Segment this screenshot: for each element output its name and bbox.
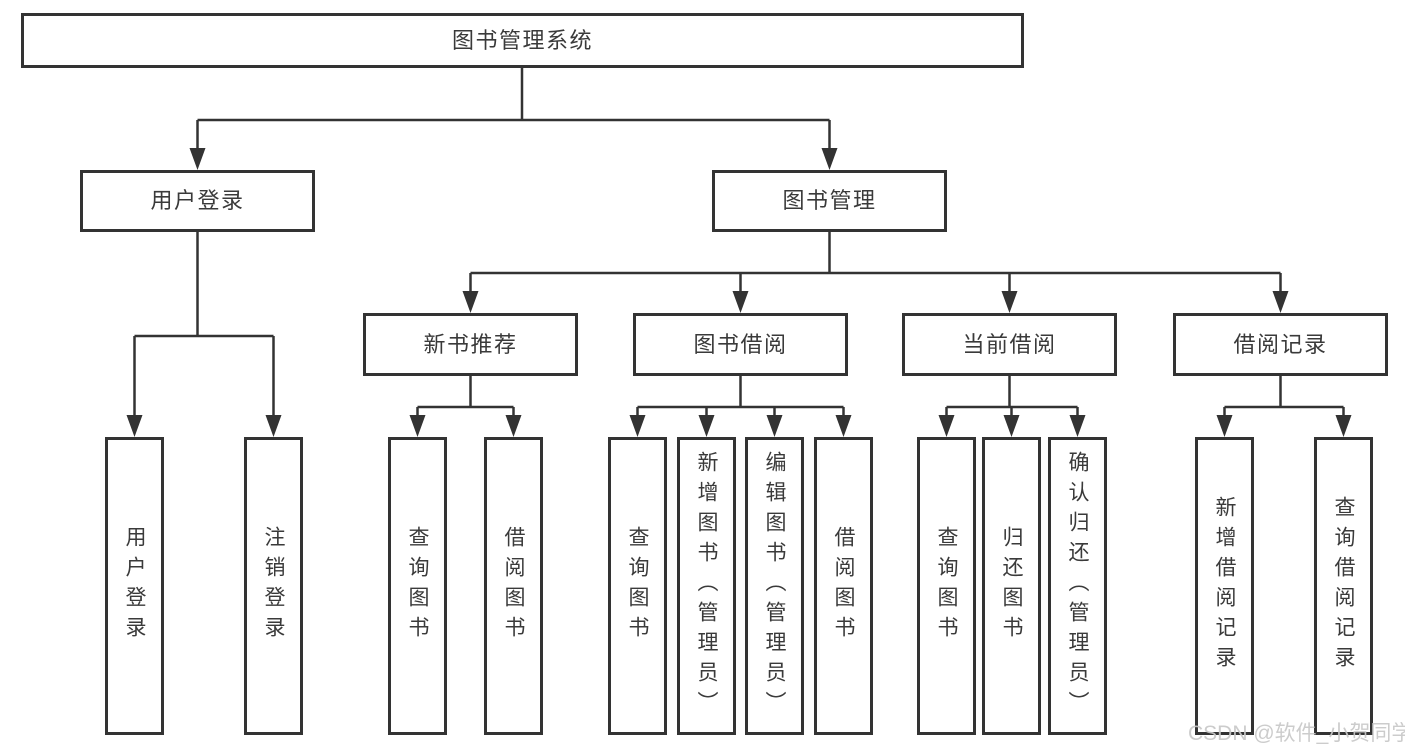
leaf-user-login: 用户登录 <box>105 437 164 735</box>
leaf-confirm-return-admin: 确认归还（管理员） <box>1048 437 1107 735</box>
node-book-management: 图书管理 <box>712 170 947 232</box>
connector-root-to-level1 <box>189 68 838 170</box>
connector-user-login-children <box>126 232 282 437</box>
leaf-query-books-borrow: 查询图书 <box>608 437 667 735</box>
leaf-add-borrow-record: 新增借阅记录 <box>1195 437 1254 735</box>
node-root: 图书管理系统 <box>21 13 1024 68</box>
leaf-borrow-books: 借阅图书 <box>814 437 873 735</box>
leaf-query-books-recommend: 查询图书 <box>388 437 447 735</box>
node-new-book-recommend: 新书推荐 <box>363 313 578 376</box>
leaf-query-books-current: 查询图书 <box>917 437 976 735</box>
node-current-borrow: 当前借阅 <box>902 313 1117 376</box>
watermark-text: CSDN @软件_小贺同学 <box>1188 722 1405 745</box>
connector-book-borrow-children <box>629 376 852 437</box>
connector-current-borrow-children <box>938 376 1086 437</box>
connector-borrow-records-children <box>1216 376 1352 437</box>
leaf-edit-book-admin: 编辑图书（管理员） <box>745 437 804 735</box>
leaf-logout: 注销登录 <box>244 437 303 735</box>
node-borrow-records: 借阅记录 <box>1173 313 1388 376</box>
connector-book-management-children <box>462 232 1289 313</box>
leaf-return-book: 归还图书 <box>982 437 1041 735</box>
leaf-add-book-admin: 新增图书（管理员） <box>677 437 736 735</box>
leaf-query-borrow-record: 查询借阅记录 <box>1314 437 1373 735</box>
node-book-borrow: 图书借阅 <box>633 313 848 376</box>
connector-new-book-recommend-children <box>409 376 522 437</box>
leaf-borrow-books-recommend: 借阅图书 <box>484 437 543 735</box>
node-user-login: 用户登录 <box>80 170 315 232</box>
